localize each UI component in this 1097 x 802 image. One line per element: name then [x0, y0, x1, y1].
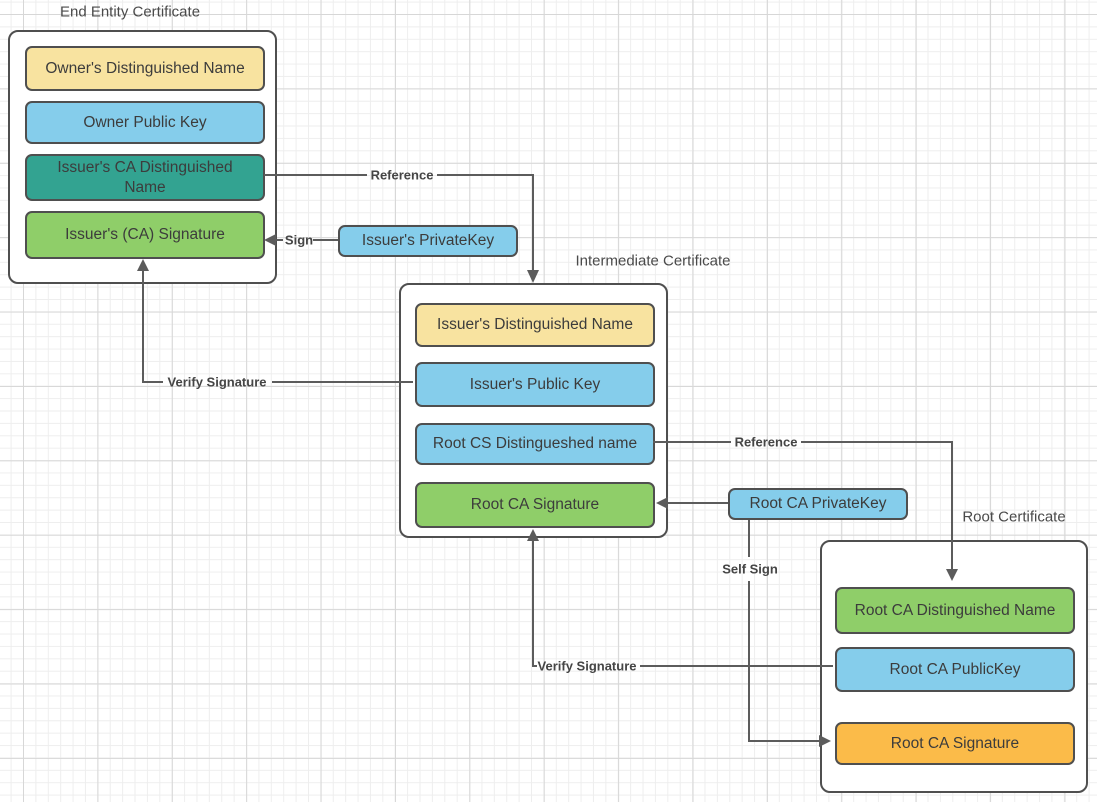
box-issuers-privatekey[interactable]: Issuer's PrivateKey: [338, 225, 518, 257]
field-root-ca-publickey[interactable]: Root CA PublicKey: [835, 647, 1075, 692]
field-root-ca-signature-root[interactable]: Root CA Signature: [835, 722, 1075, 765]
field-label: Root CA Signature: [890, 734, 1020, 752]
field-label: Root CS Distingueshed name: [432, 435, 638, 453]
field-label: Root CA PublicKey: [889, 660, 1021, 678]
connector-label-reference-mid: Reference: [734, 434, 798, 450]
field-root-cs-distingueshed-name[interactable]: Root CS Distingueshed name: [415, 423, 655, 465]
connector-label-verify-signature-left: Verify Signature: [167, 374, 267, 390]
field-label: Issuer's CA Distinguished Name: [57, 159, 233, 196]
group-intermediate-certificate[interactable]: Issuer's Distinguished Name Issuer's Pub…: [399, 283, 668, 538]
box-root-ca-privatekey[interactable]: Root CA PrivateKey: [728, 488, 908, 520]
field-issuers-ca-distinguished-name[interactable]: Issuer's CA Distinguished Name: [25, 154, 265, 201]
field-label: Issuer's (CA) Signature: [65, 226, 225, 244]
field-label: Issuer's Distinguished Name: [437, 316, 633, 334]
field-label: Owner's Distinguished Name: [45, 59, 245, 77]
arrow-verify-signature-bottom: [527, 529, 833, 667]
field-issuers-ca-signature[interactable]: Issuer's (CA) Signature: [25, 211, 265, 259]
field-owners-distinguished-name[interactable]: Owner's Distinguished Name: [25, 46, 265, 91]
connector-label-self-sign: Self Sign: [722, 561, 778, 577]
field-owner-public-key[interactable]: Owner Public Key: [25, 101, 265, 144]
field-label: Issuer's PrivateKey: [361, 232, 495, 250]
arrow-self-sign: [748, 520, 831, 747]
field-root-ca-distinguished-name[interactable]: Root CA Distinguished Name: [835, 587, 1075, 634]
connector-label-verify-signature-bottom: Verify Signature: [537, 658, 637, 674]
group-title-intermediate-certificate: Intermediate Certificate: [575, 252, 731, 270]
group-title-end-entity-certificate: End Entity Certificate: [59, 3, 201, 21]
field-label: Owner Public Key: [83, 113, 207, 131]
group-end-entity-certificate[interactable]: Owner's Distinguished Name Owner Public …: [8, 30, 277, 284]
field-label: Root CA Distinguished Name: [854, 601, 1056, 619]
field-issuers-distinguished-name[interactable]: Issuer's Distinguished Name: [415, 303, 655, 347]
field-label: Root CA Signature: [470, 496, 600, 514]
group-root-certificate[interactable]: Root CA Distinguished Name Root CA Publi…: [820, 540, 1088, 793]
field-issuers-public-key[interactable]: Issuer's Public Key: [415, 362, 655, 407]
field-root-ca-signature-intermediate[interactable]: Root CA Signature: [415, 482, 655, 528]
connector-label-sign: Sign: [284, 232, 314, 248]
connector-label-reference-top: Reference: [370, 167, 434, 183]
field-label: Root CA PrivateKey: [749, 495, 887, 513]
group-title-root-certificate: Root Certificate: [962, 508, 1066, 526]
field-label: Issuer's Public Key: [469, 375, 601, 393]
